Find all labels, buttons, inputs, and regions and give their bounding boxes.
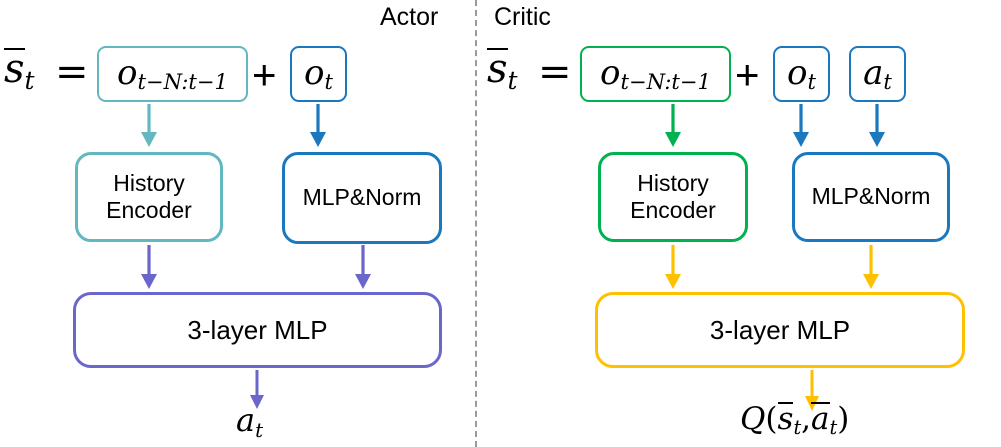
critic-history-encoder-line2: Encoder	[630, 197, 716, 223]
critic-output-a: a	[811, 401, 830, 437]
critic-mlp-norm-label: MLP&Norm	[811, 183, 931, 210]
actor-output-symbol: a	[236, 401, 256, 439]
critic-output-label: Q(st,at)	[740, 402, 849, 438]
actor-module-three-layer-mlp[interactable]: 3-layer MLP	[73, 292, 442, 368]
critic-obs-term-sub: t	[807, 69, 816, 95]
critic-module-history-encoder[interactable]: History Encoder	[598, 152, 748, 242]
actor-history-term-box: ot−N:t−1	[97, 46, 248, 102]
critic-three-layer-mlp-label: 3-layer MLP	[709, 314, 851, 345]
actor-module-history-encoder[interactable]: History Encoder	[75, 152, 223, 242]
actor-arrow-obs-to-mlpnorm	[307, 104, 329, 148]
actor-obs-term: o	[304, 52, 325, 93]
critic-action-term-sub: t	[883, 69, 892, 95]
actor-arrow-history-to-encoder	[138, 104, 160, 148]
actor-output-label: at	[236, 404, 263, 440]
critic-plus-sign: +	[735, 51, 760, 98]
actor-arrow-encoder-to-mlp	[138, 245, 160, 290]
critic-output-close-paren: )	[837, 401, 850, 437]
critic-arrow-mlpnorm-to-mlp	[860, 245, 882, 290]
actor-output-sub: t	[255, 418, 264, 442]
critic-history-term: o	[600, 52, 621, 93]
critic-action-term: a	[863, 52, 884, 93]
critic-obs-term: o	[787, 52, 808, 93]
panel-label-actor: Actor	[380, 3, 439, 31]
actor-obs-term-box: ot	[290, 46, 347, 102]
critic-formula-lhs: st	[487, 48, 518, 94]
critic-obs-term-box: ot	[773, 46, 830, 102]
critic-arrow-action-to-mlpnorm	[866, 104, 888, 148]
critic-module-mlp-norm[interactable]: MLP&Norm	[792, 152, 950, 242]
critic-equals-sign: =	[538, 49, 572, 95]
critic-action-term-box: at	[849, 46, 906, 102]
actor-history-encoder-line2: Encoder	[106, 197, 192, 223]
actor-s-sub: t	[24, 65, 35, 95]
actor-equals-sign: =	[55, 49, 89, 95]
critic-output-comma: ,	[801, 401, 812, 437]
actor-module-mlp-norm[interactable]: MLP&Norm	[282, 152, 442, 244]
critic-history-term-sub: t−N:t−1	[620, 69, 711, 95]
actor-s-bar: s	[4, 46, 25, 92]
panel-divider	[475, 0, 477, 447]
actor-obs-term-sub: t	[324, 69, 333, 95]
critic-s-sub: t	[507, 65, 518, 95]
critic-history-term-box: ot−N:t−1	[580, 46, 731, 102]
critic-output-open-paren: (	[765, 401, 778, 437]
actor-history-term-sub: t−N:t−1	[137, 69, 228, 95]
critic-history-encoder-line1: History	[637, 169, 709, 196]
actor-plus-sign: +	[252, 51, 277, 98]
critic-output-q: Q	[740, 401, 766, 437]
critic-output-a-sub: t	[829, 416, 838, 440]
actor-mlp-norm-label: MLP&Norm	[302, 184, 422, 211]
actor-arrow-mlpnorm-to-mlp	[352, 245, 374, 290]
actor-three-layer-mlp-label: 3-layer MLP	[187, 314, 328, 345]
critic-output-s: s	[777, 401, 794, 437]
actor-arrow-mlp-to-output	[247, 370, 267, 410]
critic-output-s-sub: t	[793, 416, 802, 440]
critic-arrow-history-to-encoder	[662, 104, 684, 148]
actor-formula-lhs: st	[4, 48, 35, 94]
actor-history-encoder-line1: History	[113, 169, 185, 196]
critic-module-three-layer-mlp[interactable]: 3-layer MLP	[595, 292, 965, 368]
actor-history-term: o	[117, 52, 138, 93]
critic-arrow-obs-to-mlpnorm	[790, 104, 812, 148]
panel-label-critic: Critic	[494, 3, 551, 31]
critic-arrow-encoder-to-mlp	[662, 245, 684, 290]
critic-s-bar: s	[487, 46, 508, 92]
